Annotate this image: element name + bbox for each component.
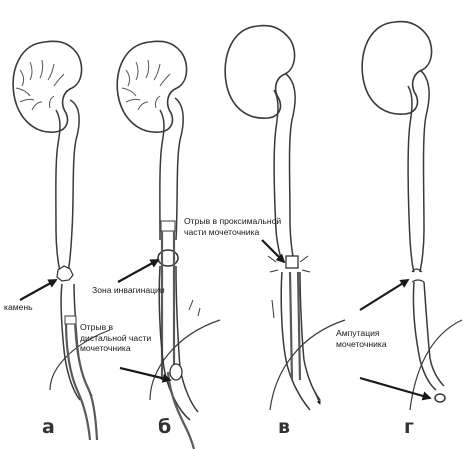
panel-a-illustration <box>13 41 110 440</box>
arrow-amputation-upper <box>360 280 408 310</box>
label-amputation: Ампутация мочеточника <box>336 328 387 349</box>
label-amputation-line1: Ампутация <box>336 328 387 339</box>
kidney-d <box>362 22 431 115</box>
label-distal-line3: мочеточника <box>80 343 151 354</box>
panel-letter-d: г <box>404 416 414 438</box>
panel-letter-a: а <box>42 416 55 438</box>
arrow-stone <box>20 280 56 300</box>
scope-tip-c <box>286 256 298 268</box>
label-stone: камень <box>4 302 33 313</box>
kidney-c <box>225 26 294 119</box>
amputated-ring-d <box>435 394 445 402</box>
arrow-invagination <box>118 260 158 282</box>
panel-d-illustration <box>362 22 462 411</box>
bladder-c <box>270 320 345 410</box>
label-distal-line1: Отрыв в <box>80 322 151 333</box>
label-amputation-line2: мочеточника <box>336 339 387 350</box>
kidney-a <box>13 41 81 132</box>
arrow-amputation-lower <box>360 378 430 398</box>
ureter-d <box>408 70 429 272</box>
panel-letter-c: в <box>278 416 290 438</box>
label-distal-line2: дистальной части <box>80 333 151 344</box>
label-proximal-line2: части мочеточника <box>184 227 281 238</box>
ureter-lower-c <box>281 272 320 410</box>
label-invagination: Зона инвагинации <box>92 285 165 296</box>
label-distal-rupture: Отрыв в дистальной части мочеточника <box>80 322 151 354</box>
panel-letter-b: б <box>158 416 171 438</box>
panel-b-illustration <box>117 41 220 449</box>
label-proximal-line1: Отрыв в проксимальной <box>184 216 281 227</box>
label-proximal-rupture: Отрыв в проксимальной части мочеточника <box>184 216 281 237</box>
arrow-proximal <box>262 240 284 262</box>
kidney-b <box>117 41 186 132</box>
ureter-a <box>56 100 79 272</box>
